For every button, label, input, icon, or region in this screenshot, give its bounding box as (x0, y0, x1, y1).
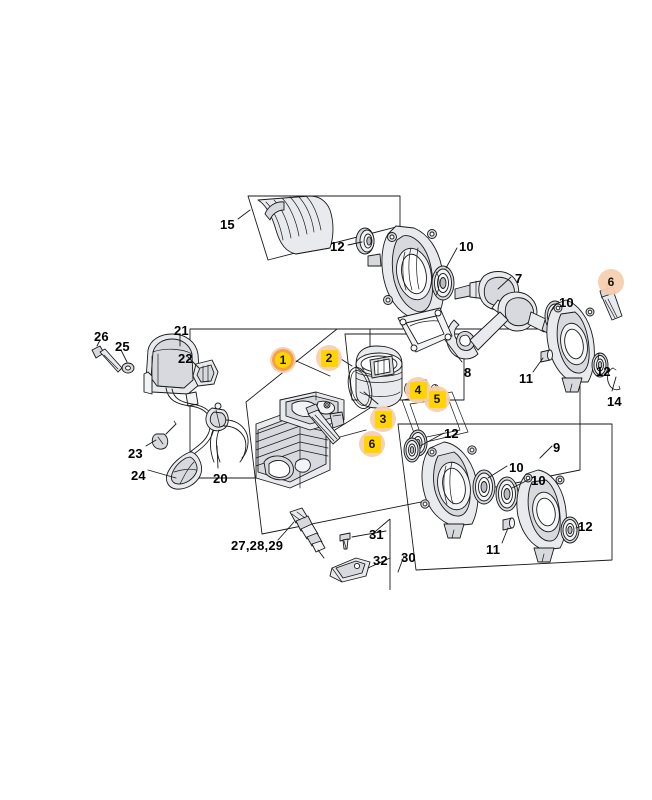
part-cylinder-partial-15 (257, 195, 334, 255)
part-washer-25 (121, 362, 135, 374)
callout-14: 14 (607, 394, 622, 409)
part-crankcase-half-top (367, 225, 445, 331)
callout-26: 26 (94, 329, 109, 344)
badge-3[interactable]: 3 (370, 406, 396, 432)
badge-chip: 1 (275, 352, 291, 368)
callout-31: 31 (369, 527, 384, 542)
badge-chip: 6 (363, 435, 381, 453)
part-seal-12-lower-right (560, 516, 580, 544)
part-gasket-8 (397, 307, 453, 353)
badge-chip: 3 (374, 410, 392, 428)
group-box-9 (397, 423, 613, 571)
callout-32: 32 (373, 553, 388, 568)
badge-chip: 5 (428, 390, 446, 408)
badge-number: 1 (279, 353, 287, 367)
callout-10-mid: 10 (559, 295, 574, 310)
part-dowel-11-top (540, 349, 553, 363)
badge-number: 2 (325, 351, 333, 365)
callout-22: 22 (178, 351, 193, 366)
callout-10-l1: 10 (509, 460, 524, 475)
callout-12-low: 12 (578, 519, 593, 534)
callout-12-right: 12 (596, 364, 611, 379)
callout-20: 20 (213, 471, 228, 486)
badge-1[interactable]: 1 (270, 347, 296, 373)
part-seal-12-lower-left (403, 437, 421, 463)
part-seal-12-top (355, 227, 375, 255)
part-clip-23 (151, 420, 177, 450)
part-circlip-14 (607, 367, 621, 391)
badge-number: 6 (607, 275, 615, 289)
part-connector-22 (192, 359, 219, 387)
part-plug-boot-24 (165, 451, 203, 490)
part-bolt-6-cylinder (305, 403, 341, 445)
callout-12-top: 12 (330, 239, 345, 254)
part-crankcase-half-lower (420, 441, 479, 539)
badge-chip: 2 (320, 349, 338, 367)
badge-halo (598, 269, 624, 295)
part-bracket-32 (329, 557, 371, 583)
callout-9: 9 (553, 440, 561, 455)
badge-2[interactable]: 2 (316, 345, 342, 371)
badge-5[interactable]: 5 (424, 386, 450, 412)
part-piston-ring-3 (347, 367, 373, 409)
callout-15: 15 (220, 217, 235, 232)
part-ignition-coil-21 (143, 333, 215, 455)
part-seal-12-right (591, 352, 609, 378)
part-crankcase-half-lower-right (516, 469, 567, 563)
callout-11-low: 11 (486, 542, 501, 557)
part-crankcase-half-right (546, 299, 595, 393)
part-piston-2 (355, 345, 403, 409)
callout-10-top: 10 (459, 239, 474, 254)
part-wire-harness-20 (205, 402, 249, 463)
callout-23: 23 (128, 446, 143, 461)
part-spark-plug-272829 (289, 507, 326, 559)
badge-number: 3 (379, 412, 387, 426)
badge-6-topright[interactable]: 6 (598, 269, 624, 295)
badge-number: 6 (368, 437, 376, 451)
callout-10-l2: 10 (531, 473, 546, 488)
part-screw-31 (339, 532, 351, 550)
callout-8: 8 (464, 365, 472, 380)
callout-12-lower: 12 (444, 426, 459, 441)
part-bearing-10-lower-1 (472, 469, 496, 505)
callout-11-top: 11 (519, 371, 534, 386)
callout-24: 24 (131, 468, 146, 483)
part-bearing-10-lower-2 (495, 476, 519, 512)
badge-chip: 4 (409, 381, 427, 399)
callout-25: 25 (115, 339, 130, 354)
badge-6[interactable]: 6 (359, 431, 385, 457)
callout-21: 21 (174, 323, 189, 338)
part-bearing-10-top (431, 265, 455, 301)
callout-27-28-29: 27,28,29 (231, 538, 284, 553)
callout-7: 7 (515, 271, 523, 286)
badge-number: 4 (414, 383, 422, 397)
badge-chip: 6 (603, 274, 620, 291)
part-dowel-11-lower (502, 517, 515, 531)
callout-30: 30 (401, 550, 416, 565)
badge-number: 5 (433, 392, 441, 406)
